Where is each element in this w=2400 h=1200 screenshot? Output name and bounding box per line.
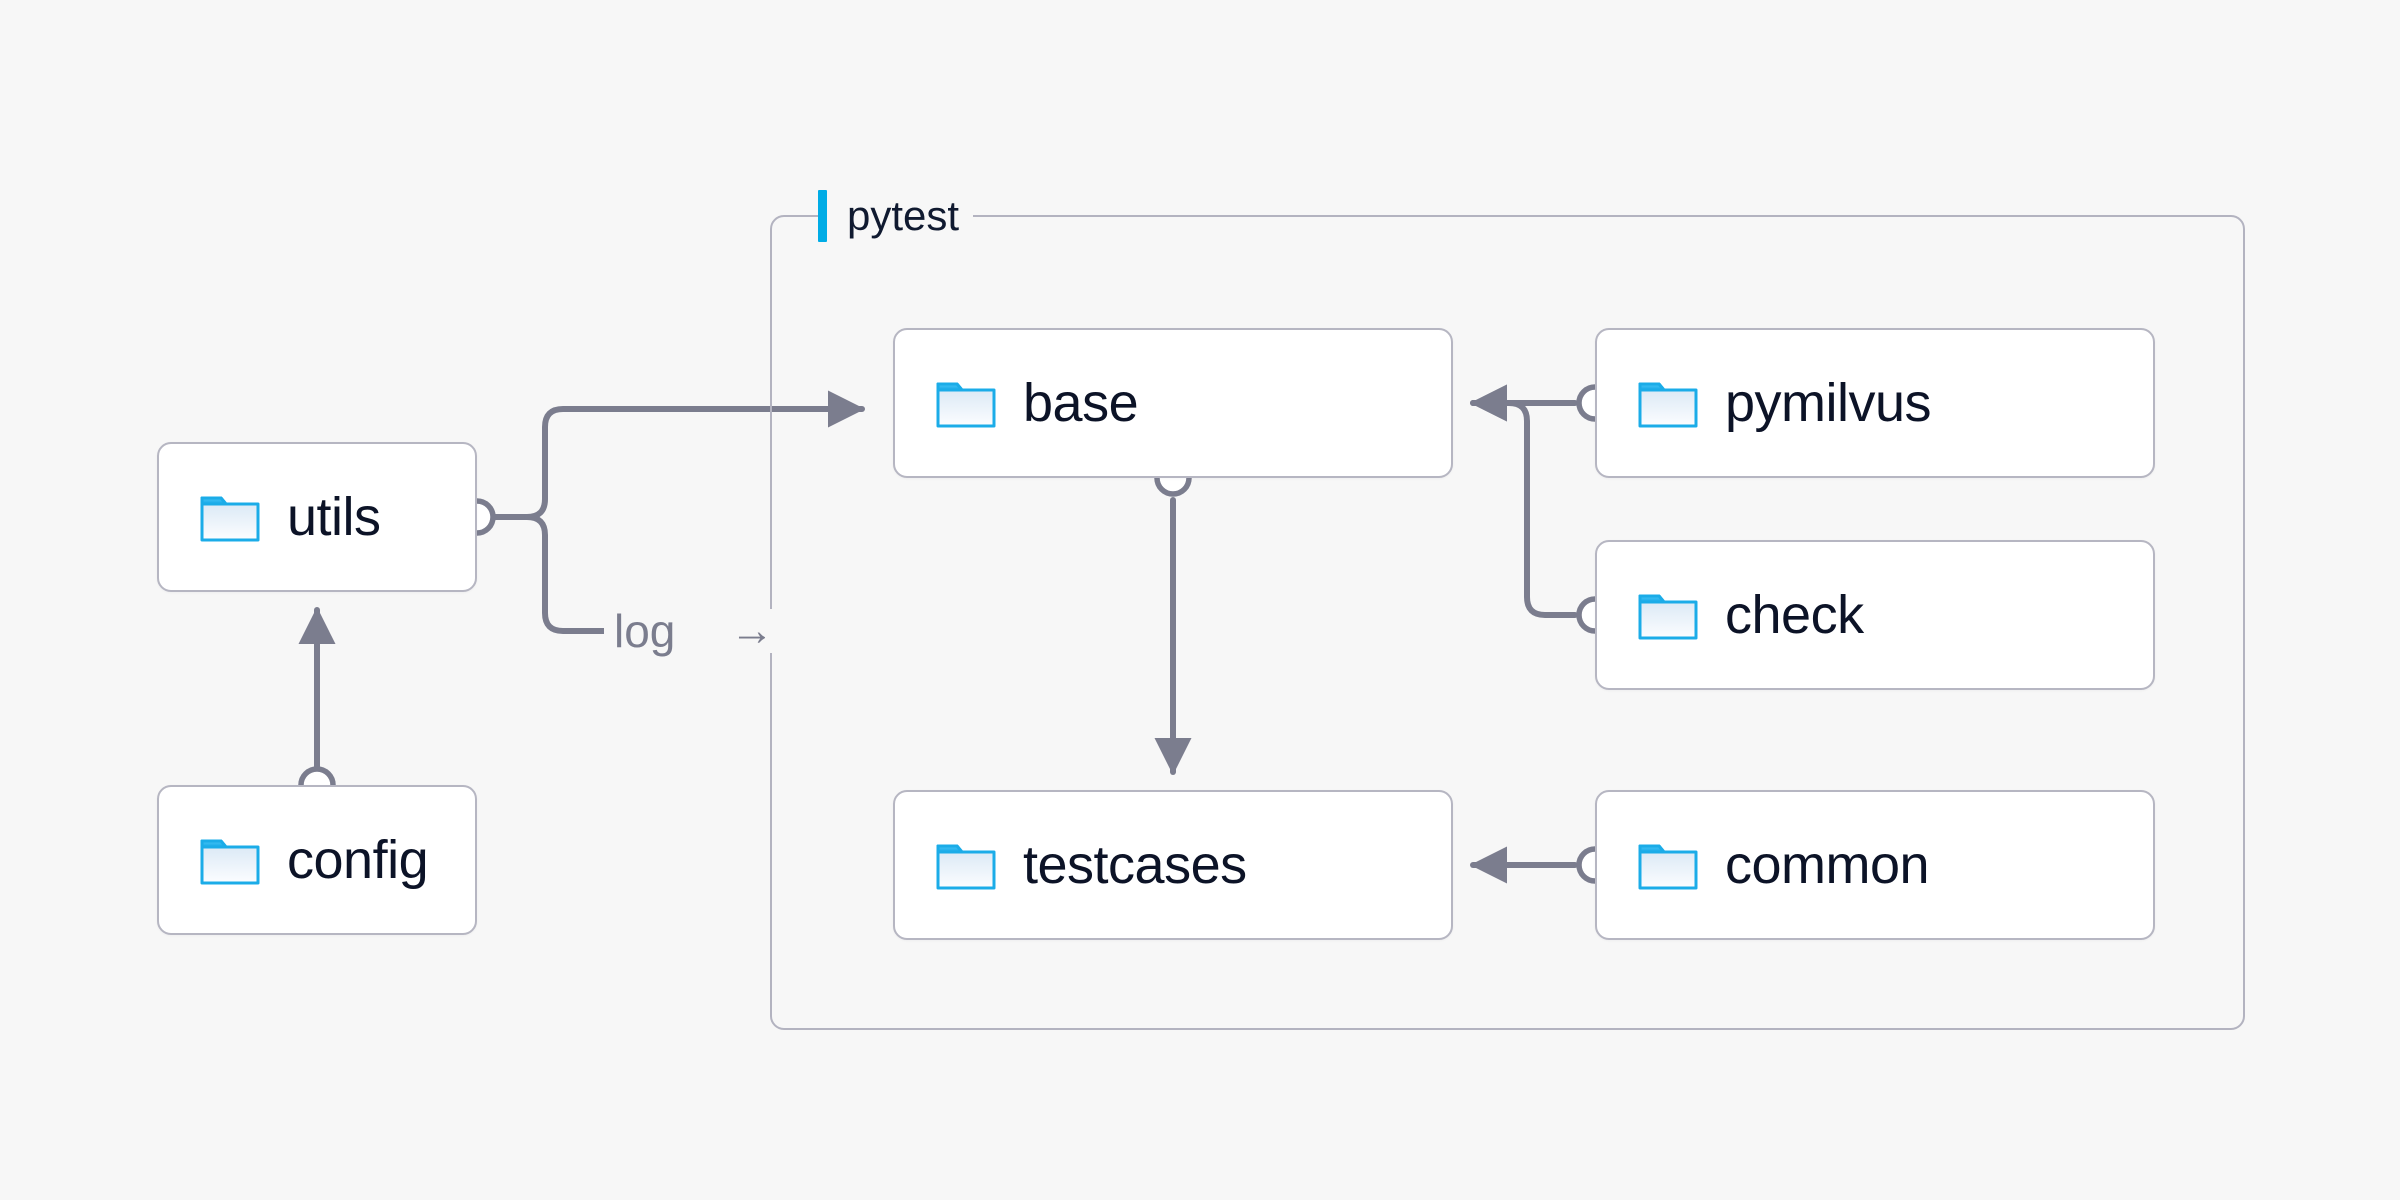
node-label-common: common <box>1725 835 1930 895</box>
edge-check-to-base <box>1470 384 1578 618</box>
edge-utils-to-log <box>524 514 611 634</box>
node-config[interactable]: config <box>157 785 477 935</box>
folder-icon <box>936 382 996 428</box>
node-utils[interactable]: utils <box>157 442 477 592</box>
group-title-label: pytest <box>847 192 960 239</box>
pytest-group-title: pytest <box>818 188 974 244</box>
node-common[interactable]: common <box>1595 790 2155 940</box>
node-base[interactable]: base <box>893 328 1453 478</box>
node-label-check: check <box>1725 585 1864 645</box>
folder-icon <box>1638 594 1698 640</box>
edge-utils-to-base <box>490 390 865 520</box>
folder-icon <box>200 839 260 885</box>
edge-label-log: log <box>604 608 686 654</box>
node-check[interactable]: check <box>1595 540 2155 690</box>
folder-icon <box>200 496 260 542</box>
node-label-utils: utils <box>287 487 381 547</box>
group-accent-bar-icon <box>818 190 827 242</box>
node-pymilvus[interactable]: pymilvus <box>1595 328 2155 478</box>
edge-log-arrow-icon: → <box>726 609 778 653</box>
node-label-pymilvus: pymilvus <box>1725 373 1932 433</box>
folder-icon <box>1638 382 1698 428</box>
node-label-config: config <box>287 830 429 890</box>
folder-icon <box>1638 844 1698 890</box>
node-label-base: base <box>1023 373 1139 433</box>
node-testcases[interactable]: testcases <box>893 790 1453 940</box>
node-label-testcases: testcases <box>1023 835 1247 895</box>
folder-icon <box>936 844 996 890</box>
